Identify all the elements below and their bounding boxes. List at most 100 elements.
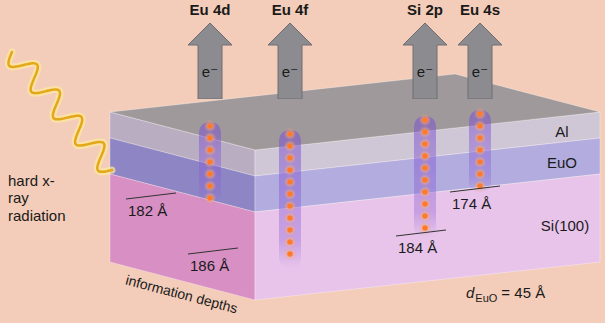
dot-halo — [204, 120, 217, 133]
wave-glow — [8, 52, 112, 172]
electron-symbol: e⁻ — [450, 63, 510, 81]
electron-dot — [207, 135, 213, 141]
thickness-value: = 45 Å — [501, 284, 545, 301]
dot-halo — [474, 108, 487, 121]
dot-halo — [204, 192, 217, 205]
orbital-label: Si 2p — [395, 1, 455, 19]
electron-dot — [287, 203, 293, 209]
column-glow — [199, 122, 221, 204]
dot-halo — [474, 180, 487, 193]
electron-dot — [477, 159, 483, 165]
electron-dot — [287, 179, 293, 185]
electron-dot — [207, 171, 213, 177]
electron-dot — [477, 111, 483, 117]
dot-halo — [284, 128, 297, 141]
dot-halo — [204, 180, 217, 193]
electron-dot — [422, 165, 428, 171]
arrow-shape — [266, 23, 314, 99]
arrow-shape — [456, 23, 504, 99]
electron-dot — [207, 195, 213, 201]
photoelectron-arrow: Si 2p e⁻ — [395, 1, 455, 101]
layer-label: Al — [555, 123, 568, 140]
arrow-outline — [403, 23, 447, 99]
orbital-label: Eu 4s — [450, 1, 510, 19]
dot-halo — [419, 150, 432, 163]
layer-label: Si(100) — [541, 217, 589, 234]
column-glow — [414, 116, 436, 237]
column-glow — [469, 110, 491, 193]
arrow-outline — [188, 23, 232, 99]
depth-mark — [126, 193, 176, 199]
arrow-outline — [458, 23, 502, 99]
dot-halo — [204, 156, 217, 169]
depth-mark — [396, 230, 446, 236]
electron-symbol: e⁻ — [260, 63, 320, 81]
orbital-label: Eu 4d — [180, 1, 240, 19]
dot-halo — [419, 138, 432, 151]
si-right-face — [255, 174, 600, 300]
electron-dot — [287, 167, 293, 173]
electron-symbol: e⁻ — [395, 63, 455, 81]
electron-dot — [287, 215, 293, 221]
dot-halo — [284, 152, 297, 165]
electron-dot — [422, 189, 428, 195]
thickness-symbol: d — [466, 284, 474, 301]
photoelectron-arrow: Eu 4f e⁻ — [260, 1, 320, 101]
x-ray-wave — [8, 52, 112, 172]
dot-halo — [204, 168, 217, 181]
dot-halo — [284, 224, 297, 237]
electron-symbol: e⁻ — [180, 63, 240, 81]
orbital-label: Eu 4f — [260, 1, 320, 19]
electron-dot — [422, 177, 428, 183]
arrow-shape — [401, 23, 449, 99]
dot-halo — [419, 186, 432, 199]
electron-dot — [287, 251, 293, 257]
depth-value: 186 Å — [190, 257, 229, 274]
electron-dot — [207, 183, 213, 189]
dot-halo — [284, 212, 297, 225]
electron-dot — [422, 141, 428, 147]
dot-halo — [419, 114, 432, 127]
dot-halo — [284, 236, 297, 249]
electron-dot — [422, 225, 428, 231]
beam-label: hard x-ray radiation — [8, 172, 72, 224]
depth-value: 184 Å — [398, 239, 437, 256]
electron-dot — [422, 201, 428, 207]
thickness-subscript: EuO — [475, 292, 497, 305]
dot-halo — [204, 144, 217, 157]
emission-columns — [199, 108, 491, 269]
electron-dot — [207, 147, 213, 153]
dot-halo — [204, 132, 217, 145]
layer-label: EuO — [547, 154, 577, 171]
dot-halo — [474, 132, 487, 145]
dot-halo — [474, 144, 487, 157]
depth-marks — [126, 186, 500, 254]
electron-dot — [287, 143, 293, 149]
depth-mark — [450, 186, 500, 192]
depth-value: 174 Å — [452, 195, 491, 212]
dot-halo — [419, 198, 432, 211]
top-face — [110, 74, 600, 150]
photoelectron-arrow: Eu 4s e⁻ — [450, 1, 510, 101]
wave-line — [8, 52, 112, 172]
electron-dot — [287, 155, 293, 161]
electron-dot — [422, 117, 428, 123]
dot-halo — [284, 200, 297, 213]
electron-dot — [477, 135, 483, 141]
dot-halo — [284, 248, 297, 261]
arrow-shape — [186, 23, 234, 99]
electron-dot — [422, 129, 428, 135]
electron-dot — [287, 239, 293, 245]
layer-band: Al — [552, 121, 571, 142]
dot-halo — [284, 164, 297, 177]
electron-dot — [477, 147, 483, 153]
layer-band: Si(100) — [538, 215, 592, 236]
electron-dot — [422, 153, 428, 159]
dot-halo — [419, 210, 432, 223]
depth-mark — [188, 248, 238, 254]
dot-halo — [419, 126, 432, 139]
dot-halo — [419, 174, 432, 187]
electron-dot — [422, 213, 428, 219]
electron-dot — [207, 159, 213, 165]
